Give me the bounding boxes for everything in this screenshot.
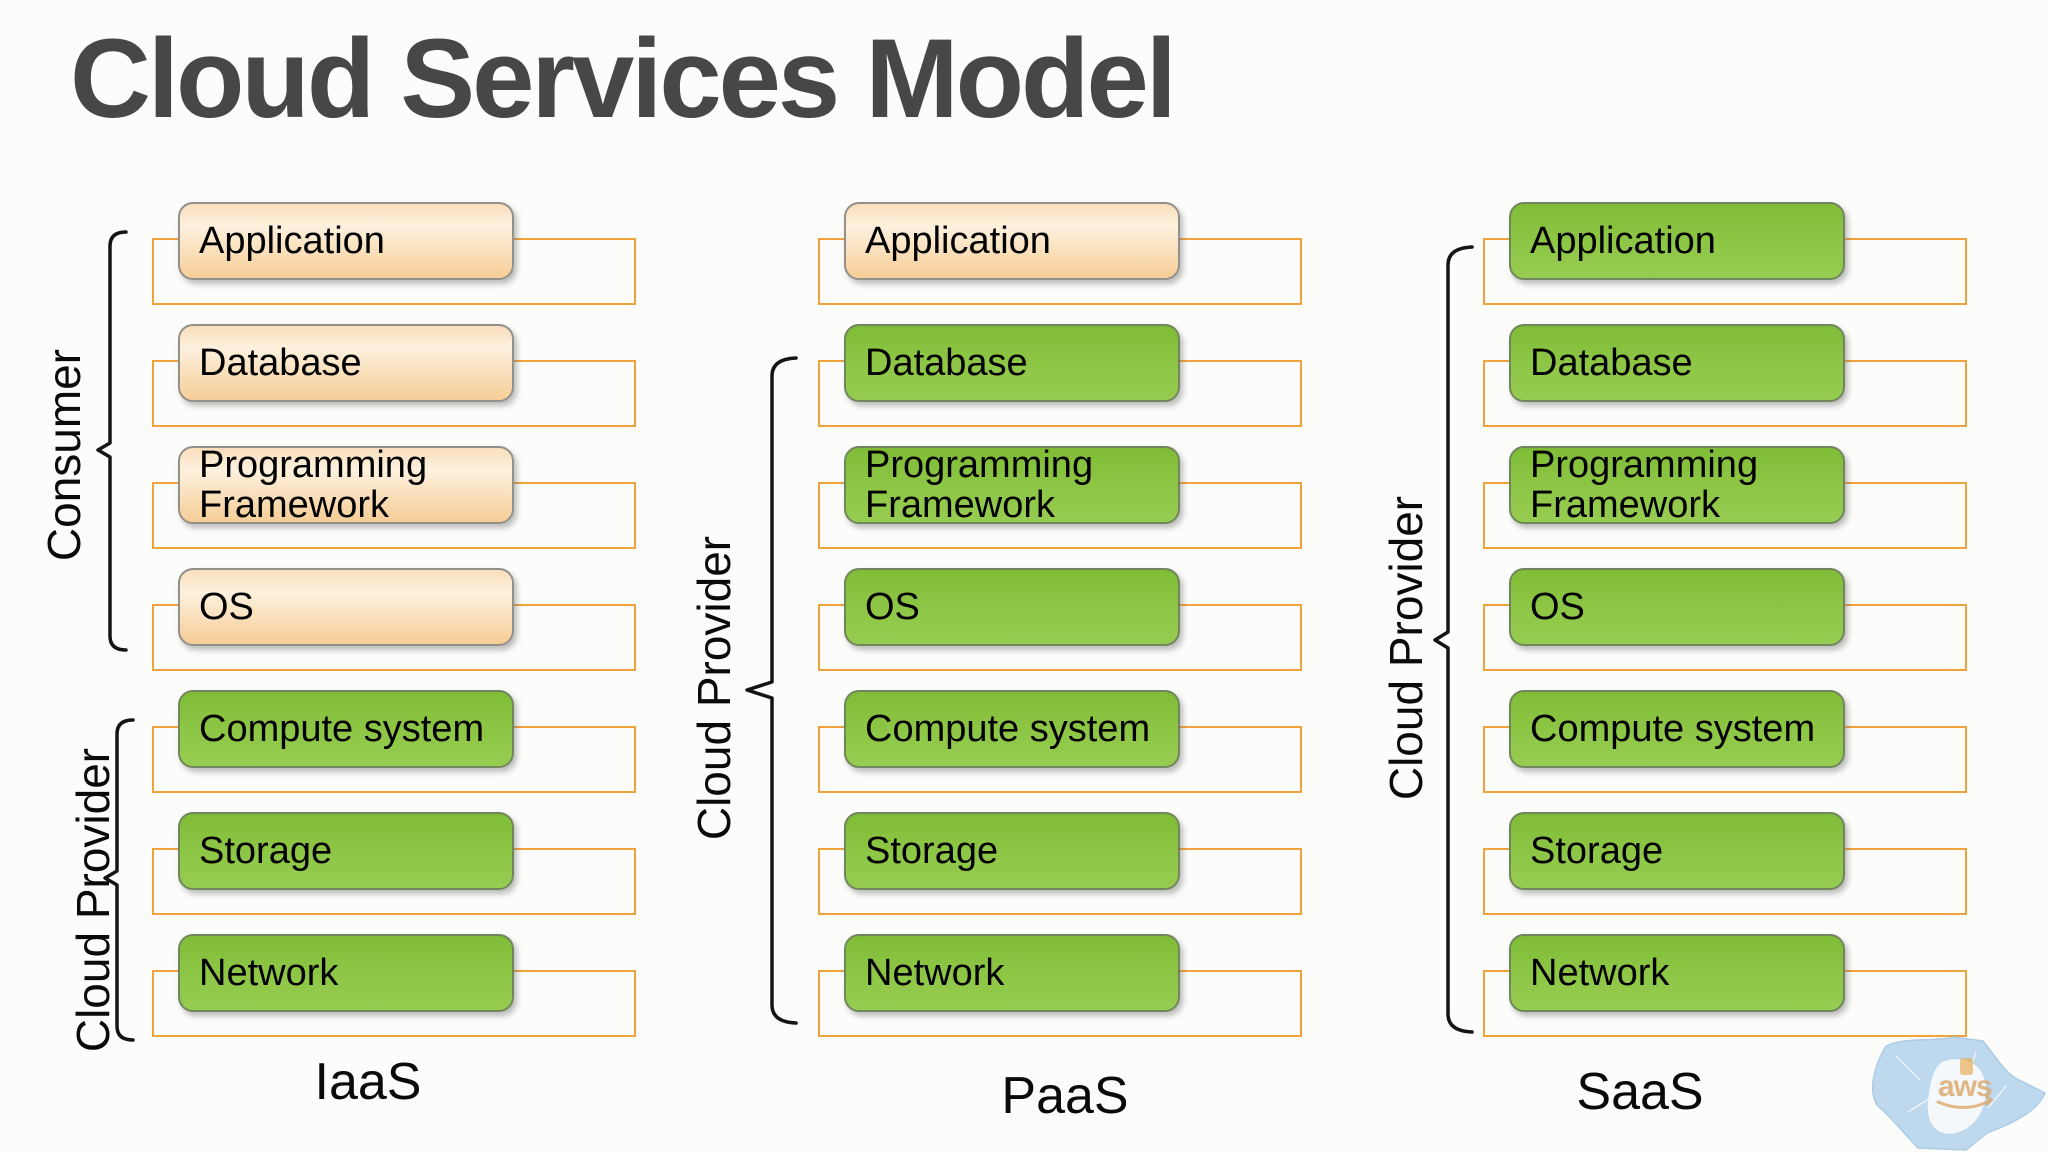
aws-map-watermark: aws [1871, 1036, 2046, 1151]
layer-row: Compute system [818, 690, 1302, 812]
layer-row: Programming Framework [1483, 444, 1967, 568]
layer-row: OS [818, 568, 1302, 690]
layer-row: Programming Framework [152, 444, 636, 568]
iaas-box-application: Application [178, 202, 514, 280]
layer-row: Network [1483, 934, 1967, 1056]
layer-row: Network [818, 934, 1302, 1056]
layer-row: Storage [1483, 812, 1967, 934]
paas-box-database: Database [844, 324, 1180, 402]
layer-row: Storage [818, 812, 1302, 934]
paas-cloud-provider-bracket [745, 356, 798, 1025]
layer-row: Compute system [152, 690, 636, 812]
paas-box-programming-framework: Programming Framework [844, 444, 1180, 526]
layer-row: OS [1483, 568, 1967, 690]
consumer-label: Consumer [38, 348, 90, 562]
saas-box-storage: Storage [1509, 812, 1845, 890]
layer-row: Application [1483, 202, 1967, 324]
iaas-cloud-provider-label: Cloud Provider [67, 747, 119, 1053]
layer-label: Application [865, 220, 1051, 262]
layer-label: OS [199, 586, 254, 628]
paas-box-network: Network [844, 934, 1180, 1012]
saas-box-database: Database [1509, 324, 1845, 402]
layer-row: Database [152, 324, 636, 446]
layer-label: Network [865, 952, 1005, 994]
column-iaas: Application Database Programming Framewo… [152, 202, 636, 1072]
saas-box-application: Application [1509, 202, 1845, 280]
iaas-box-database: Database [178, 324, 514, 402]
layer-label: Programming Framework [199, 444, 428, 526]
layer-row: Programming Framework [818, 444, 1302, 568]
logo-pin-icon [1960, 1058, 1973, 1075]
layer-row: Application [152, 202, 636, 324]
layer-row: Storage [152, 812, 636, 934]
iaas-box-network: Network [178, 934, 514, 1012]
layer-label: Network [199, 952, 339, 994]
paas-box-storage: Storage [844, 812, 1180, 890]
layer-row: Database [1483, 324, 1967, 446]
layer-label: Database [199, 342, 362, 384]
layer-row: OS [152, 568, 636, 690]
layer-label: Database [1530, 342, 1693, 384]
layer-label: Programming Framework [865, 444, 1094, 526]
paas-box-compute-system: Compute system [844, 690, 1180, 768]
iaas-box-storage: Storage [178, 812, 514, 890]
paas-box-application: Application [844, 202, 1180, 280]
saas-box-compute-system: Compute system [1509, 690, 1845, 768]
layer-label: Compute system [865, 708, 1151, 750]
column-paas: Application Database Programming Framewo… [818, 202, 1302, 1072]
saas-cloud-provider-label: Cloud Provider [1380, 495, 1432, 801]
iaas-label: IaaS [314, 1053, 422, 1111]
layer-label: Database [865, 342, 1028, 384]
saas-cloud-provider-bracket [1433, 245, 1474, 1034]
layer-label: Compute system [1530, 708, 1816, 750]
layer-label: Programming Framework [1530, 444, 1759, 526]
layer-label: Storage [865, 830, 999, 872]
layer-label: Network [1530, 952, 1670, 994]
iaas-box-os: OS [178, 568, 514, 646]
logo-smile-icon [1936, 1095, 1994, 1109]
saas-label: SaaS [1576, 1063, 1704, 1121]
layer-label: Compute system [199, 708, 485, 750]
layer-label: Application [199, 220, 385, 262]
page-title: Cloud Services Model [70, 16, 1177, 141]
map-inner-region [1927, 1059, 1986, 1134]
saas-box-programming-framework: Programming Framework [1509, 444, 1845, 526]
layer-label: Storage [199, 830, 333, 872]
layer-row: Network [152, 934, 636, 1056]
layer-label: Storage [1530, 830, 1664, 872]
consumer-bracket [96, 230, 128, 652]
layer-row: Application [818, 202, 1302, 324]
watermark-logo-text: aws [1938, 1070, 1992, 1103]
layer-row: Database [818, 324, 1302, 446]
layer-label: OS [865, 586, 920, 628]
paas-cloud-provider-label: Cloud Provider [688, 535, 740, 841]
saas-box-os: OS [1509, 568, 1845, 646]
paas-box-os: OS [844, 568, 1180, 646]
saas-box-network: Network [1509, 934, 1845, 1012]
iaas-box-compute-system: Compute system [178, 690, 514, 768]
column-saas: Application Database Programming Framewo… [1483, 202, 1967, 1072]
iaas-box-programming-framework: Programming Framework [178, 444, 514, 526]
layer-label: Application [1530, 220, 1716, 262]
iaas-cloud-provider-bracket [103, 718, 135, 1042]
paas-label: PaaS [1001, 1067, 1129, 1125]
layer-row: Compute system [1483, 690, 1967, 812]
layer-label: OS [1530, 586, 1585, 628]
